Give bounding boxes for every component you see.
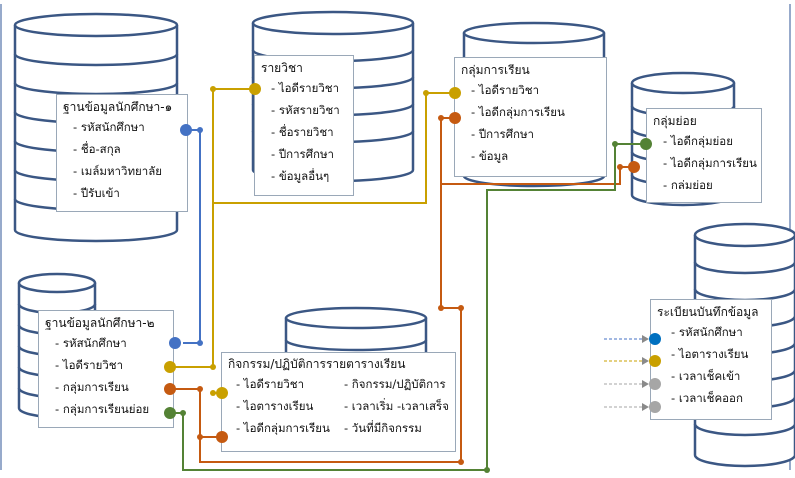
student-db1-title: ฐานข้อมูลนักศึกษา-๑ xyxy=(63,100,173,114)
study-group-field: ปีการศึกษา xyxy=(461,123,600,145)
junction-dots xyxy=(180,86,623,473)
student-db2-field: กลุ่มการเรียนย่อย xyxy=(45,398,167,420)
course-field: ชื่อรายวิชา xyxy=(261,121,347,143)
course-box: รายวิชา ไอดีรายวิชา รหัสรายวิชา ชื่อรายว… xyxy=(254,55,354,196)
student-db1-field: ปีรับเข้า xyxy=(63,182,181,204)
activity-title: กิจกรรม/ปฏิบัติการรายตารางเรียน xyxy=(228,357,406,371)
activity-row: - ไอตารางเรียน - เวลาเริ่ม -เวลาเสร็จ xyxy=(228,395,449,417)
study-group-title: กลุ่มการเรียน xyxy=(461,63,530,77)
activity-field-right: - กิจกรรม/ปฏิบัติการ xyxy=(344,377,446,391)
study-group-box: กลุ่มการเรียน ไอดีรายวิชา ไอดีกลุ่มการเร… xyxy=(454,57,607,177)
gold-connector-course-student xyxy=(175,88,255,368)
activity-row: - ไอดีรายวิชา - กิจกรรม/ปฏิบัติการ xyxy=(228,373,449,395)
record-field: เวลาเช็คเข้า xyxy=(657,365,765,387)
student-db1-box: ฐานข้อมูลนักศึกษา-๑ รหัสนักศึกษา ชื่อ-สก… xyxy=(56,94,188,212)
student-db2-field: รหัสนักศึกษา xyxy=(45,332,167,354)
activity-field-right: - เวลาเริ่ม -เวลาเสร็จ xyxy=(344,399,449,413)
student-db1-field: รหัสนักศึกษา xyxy=(63,116,181,138)
subgroup-field: ไอดีกลุ่มย่อย xyxy=(653,130,755,152)
course-field: ไอดีรายวิชา xyxy=(261,77,347,99)
orange-connector-student-group xyxy=(175,117,462,463)
subgroup-title: กลุ่มย่อย xyxy=(653,114,697,128)
subgroup-box: กลุ่มย่อย ไอดีกลุ่มย่อย ไอดีกลุ่มการเรีย… xyxy=(646,108,762,203)
activity-field-left: - ไอดีรายวิชา xyxy=(236,377,305,391)
course-field: ปีการศึกษา xyxy=(261,143,347,165)
student-db2-box: ฐานข้อมูลนักศึกษา-๒ รหัสนักศึกษา ไอดีราย… xyxy=(38,310,174,428)
student-db2-title: ฐานข้อมูลนักศึกษา-๒ xyxy=(45,316,155,330)
student-db1-field: ชื่อ-สกุล xyxy=(63,138,181,160)
student-db2-field: กลุ่มการเรียน xyxy=(45,376,167,398)
study-group-field: ไอดีกลุ่มการเรียน xyxy=(461,101,600,123)
study-group-field: ข้อมูล xyxy=(461,145,600,167)
connector-lines xyxy=(175,88,649,471)
gold-connector-course-group xyxy=(213,92,455,204)
activity-row: - ไอดีกลุ่มการเรียน - วันที่มีกิจกรรม xyxy=(228,417,449,439)
student-db1-field: เมล์มหาวิทยาลัย xyxy=(63,160,181,182)
subgroup-field: ไอดีกลุ่มการเรียน xyxy=(653,152,757,174)
record-box: ระเบียนบันทึกข้อมูล รหัสนักศึกษา ไอตาราง… xyxy=(650,299,772,420)
course-field: ข้อมูลอื่นๆ xyxy=(261,165,347,187)
orange-connector-subgroup xyxy=(441,166,634,185)
record-field: เวลาเช็คออก xyxy=(657,387,765,409)
course-title: รายวิชา xyxy=(261,61,303,75)
record-field: รหัสนักศึกษา xyxy=(657,321,765,343)
blue-connector xyxy=(183,129,201,344)
activity-field-left: - ไอตารางเรียน xyxy=(236,399,314,413)
subgroup-field: กล่มย่อย xyxy=(653,174,755,196)
activity-field-right: - วันที่มีกิจกรรม xyxy=(344,421,422,435)
record-title: ระเบียนบันทึกข้อมูล xyxy=(657,305,759,319)
course-field: รหัสรายวิชา xyxy=(261,99,347,121)
student-db2-field: ไอดีรายวิชา xyxy=(45,354,167,376)
activity-box: กิจกรรม/ปฏิบัติการรายตารางเรียน - ไอดีรา… xyxy=(221,352,456,452)
study-group-field: ไอดีรายวิชา xyxy=(461,79,600,101)
activity-field-left: - ไอดีกลุ่มการเรียน xyxy=(236,421,330,435)
green-connector xyxy=(175,143,646,471)
record-field: ไอตารางเรียน xyxy=(657,343,765,365)
